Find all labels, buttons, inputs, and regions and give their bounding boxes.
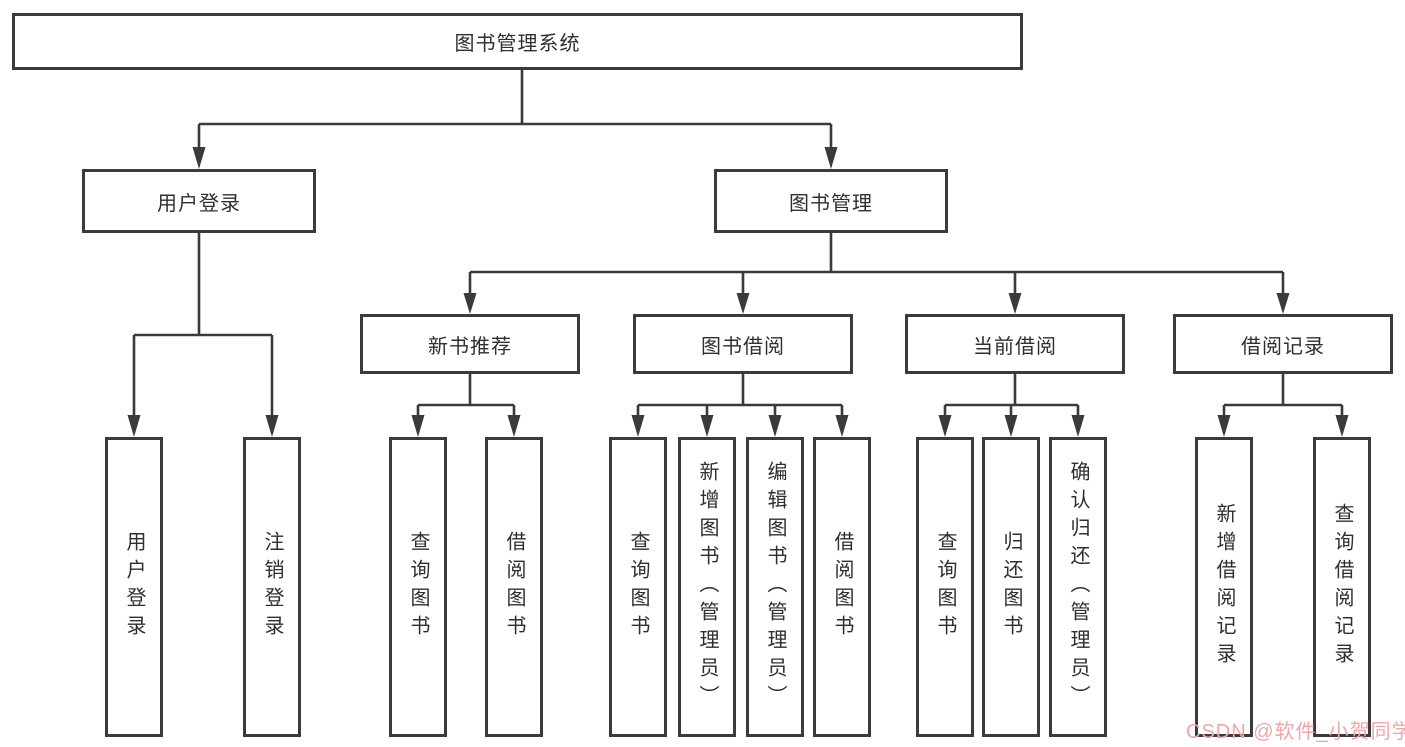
edges-new-book-recommendation <box>411 374 521 437</box>
node-label: 查询图书 <box>934 531 956 643</box>
node-leaf-bb-edit-books-admin: 编辑图书（管理员） <box>746 437 804 737</box>
node-leaf-nbr-borrow-books: 借阅图书 <box>485 437 543 737</box>
edges-current-borrowing <box>938 374 1085 437</box>
node-label: 新增图书（管理员） <box>696 461 718 713</box>
node-leaf-cb-query-books: 查询图书 <box>916 437 974 737</box>
arrowhead-bb-add <box>700 415 714 437</box>
arrowhead-cb-query <box>938 415 952 437</box>
node-new-book-recommendation: 新书推荐 <box>360 314 580 374</box>
node-leaf-cb-confirm-return-admin: 确认归还（管理员） <box>1049 437 1107 737</box>
node-label: 当前借阅 <box>973 335 1057 358</box>
arrowhead-borrowing-records <box>1276 293 1290 314</box>
node-user-login: 用户登录 <box>82 169 316 233</box>
arrowhead-user-login-leaf <box>127 415 141 437</box>
node-leaf-nbr-query-books: 查询图书 <box>389 437 447 737</box>
arrowhead-cb-confirm <box>1071 415 1085 437</box>
node-current-borrowing: 当前借阅 <box>905 314 1125 374</box>
node-label: 图书借阅 <box>701 335 785 358</box>
node-leaf-br-query-record: 查询借阅记录 <box>1313 437 1371 737</box>
edges-book-management <box>463 233 1290 314</box>
node-leaf-logout: 注销登录 <box>243 437 301 737</box>
arrowhead-bb-edit <box>768 415 782 437</box>
arrowhead-book-borrowing <box>736 293 750 314</box>
arrowhead-current-borrowing <box>1008 293 1022 314</box>
node-book-borrowing: 图书借阅 <box>633 314 853 374</box>
node-label: 归还图书 <box>1000 531 1022 643</box>
node-borrowing-records: 借阅记录 <box>1173 314 1393 374</box>
node-label: 图书管理 <box>789 192 873 215</box>
node-label: 注销登录 <box>261 531 283 643</box>
arrowhead-bb-query <box>631 415 645 437</box>
node-label: 查询图书 <box>407 531 429 643</box>
edges-root <box>192 69 838 169</box>
node-leaf-cb-return-books: 归还图书 <box>982 437 1040 737</box>
arrowhead-nbr-borrow <box>507 415 521 437</box>
node-label: 编辑图书（管理员） <box>764 461 786 713</box>
node-leaf-bb-borrow-books: 借阅图书 <box>813 437 871 737</box>
edges-borrowing-records <box>1217 374 1349 437</box>
node-label: 确认归还（管理员） <box>1067 461 1089 713</box>
edges-book-borrowing <box>631 374 849 437</box>
node-label: 用户登录 <box>157 192 241 215</box>
node-label: 借阅图书 <box>831 531 853 643</box>
arrowhead-logout <box>265 415 279 437</box>
node-label: 新书推荐 <box>428 335 512 358</box>
node-leaf-user-login: 用户登录 <box>105 437 163 737</box>
csdn-watermark: CSDN @软件_小贺同学 <box>1186 721 1405 743</box>
node-label: 查询借阅记录 <box>1331 503 1353 671</box>
node-book-management: 图书管理 <box>714 169 948 233</box>
arrowhead-nbr-query <box>411 415 425 437</box>
arrowhead-br-query <box>1335 415 1349 437</box>
node-label: 图书管理系统 <box>454 33 581 55</box>
node-leaf-br-add-record: 新增借阅记录 <box>1195 437 1253 737</box>
node-label: 查询图书 <box>627 531 649 643</box>
node-label: 借阅记录 <box>1241 335 1325 358</box>
node-leaf-bb-query-books: 查询图书 <box>609 437 667 737</box>
node-label: 用户登录 <box>123 531 145 643</box>
arrowhead-cb-return <box>1004 415 1018 437</box>
edges-user-login <box>127 233 279 437</box>
node-library-management-system: 图书管理系统 <box>12 13 1023 70</box>
arrowhead-new-book-recommendation <box>463 293 477 314</box>
node-label: 新增借阅记录 <box>1213 503 1235 671</box>
arrowhead-bb-borrow <box>835 415 849 437</box>
arrowhead-br-add <box>1217 415 1231 437</box>
arrowhead-book-management <box>824 147 838 169</box>
node-label: 借阅图书 <box>503 531 525 643</box>
node-leaf-bb-add-books-admin: 新增图书（管理员） <box>678 437 736 737</box>
arrowhead-user-login <box>192 147 206 169</box>
